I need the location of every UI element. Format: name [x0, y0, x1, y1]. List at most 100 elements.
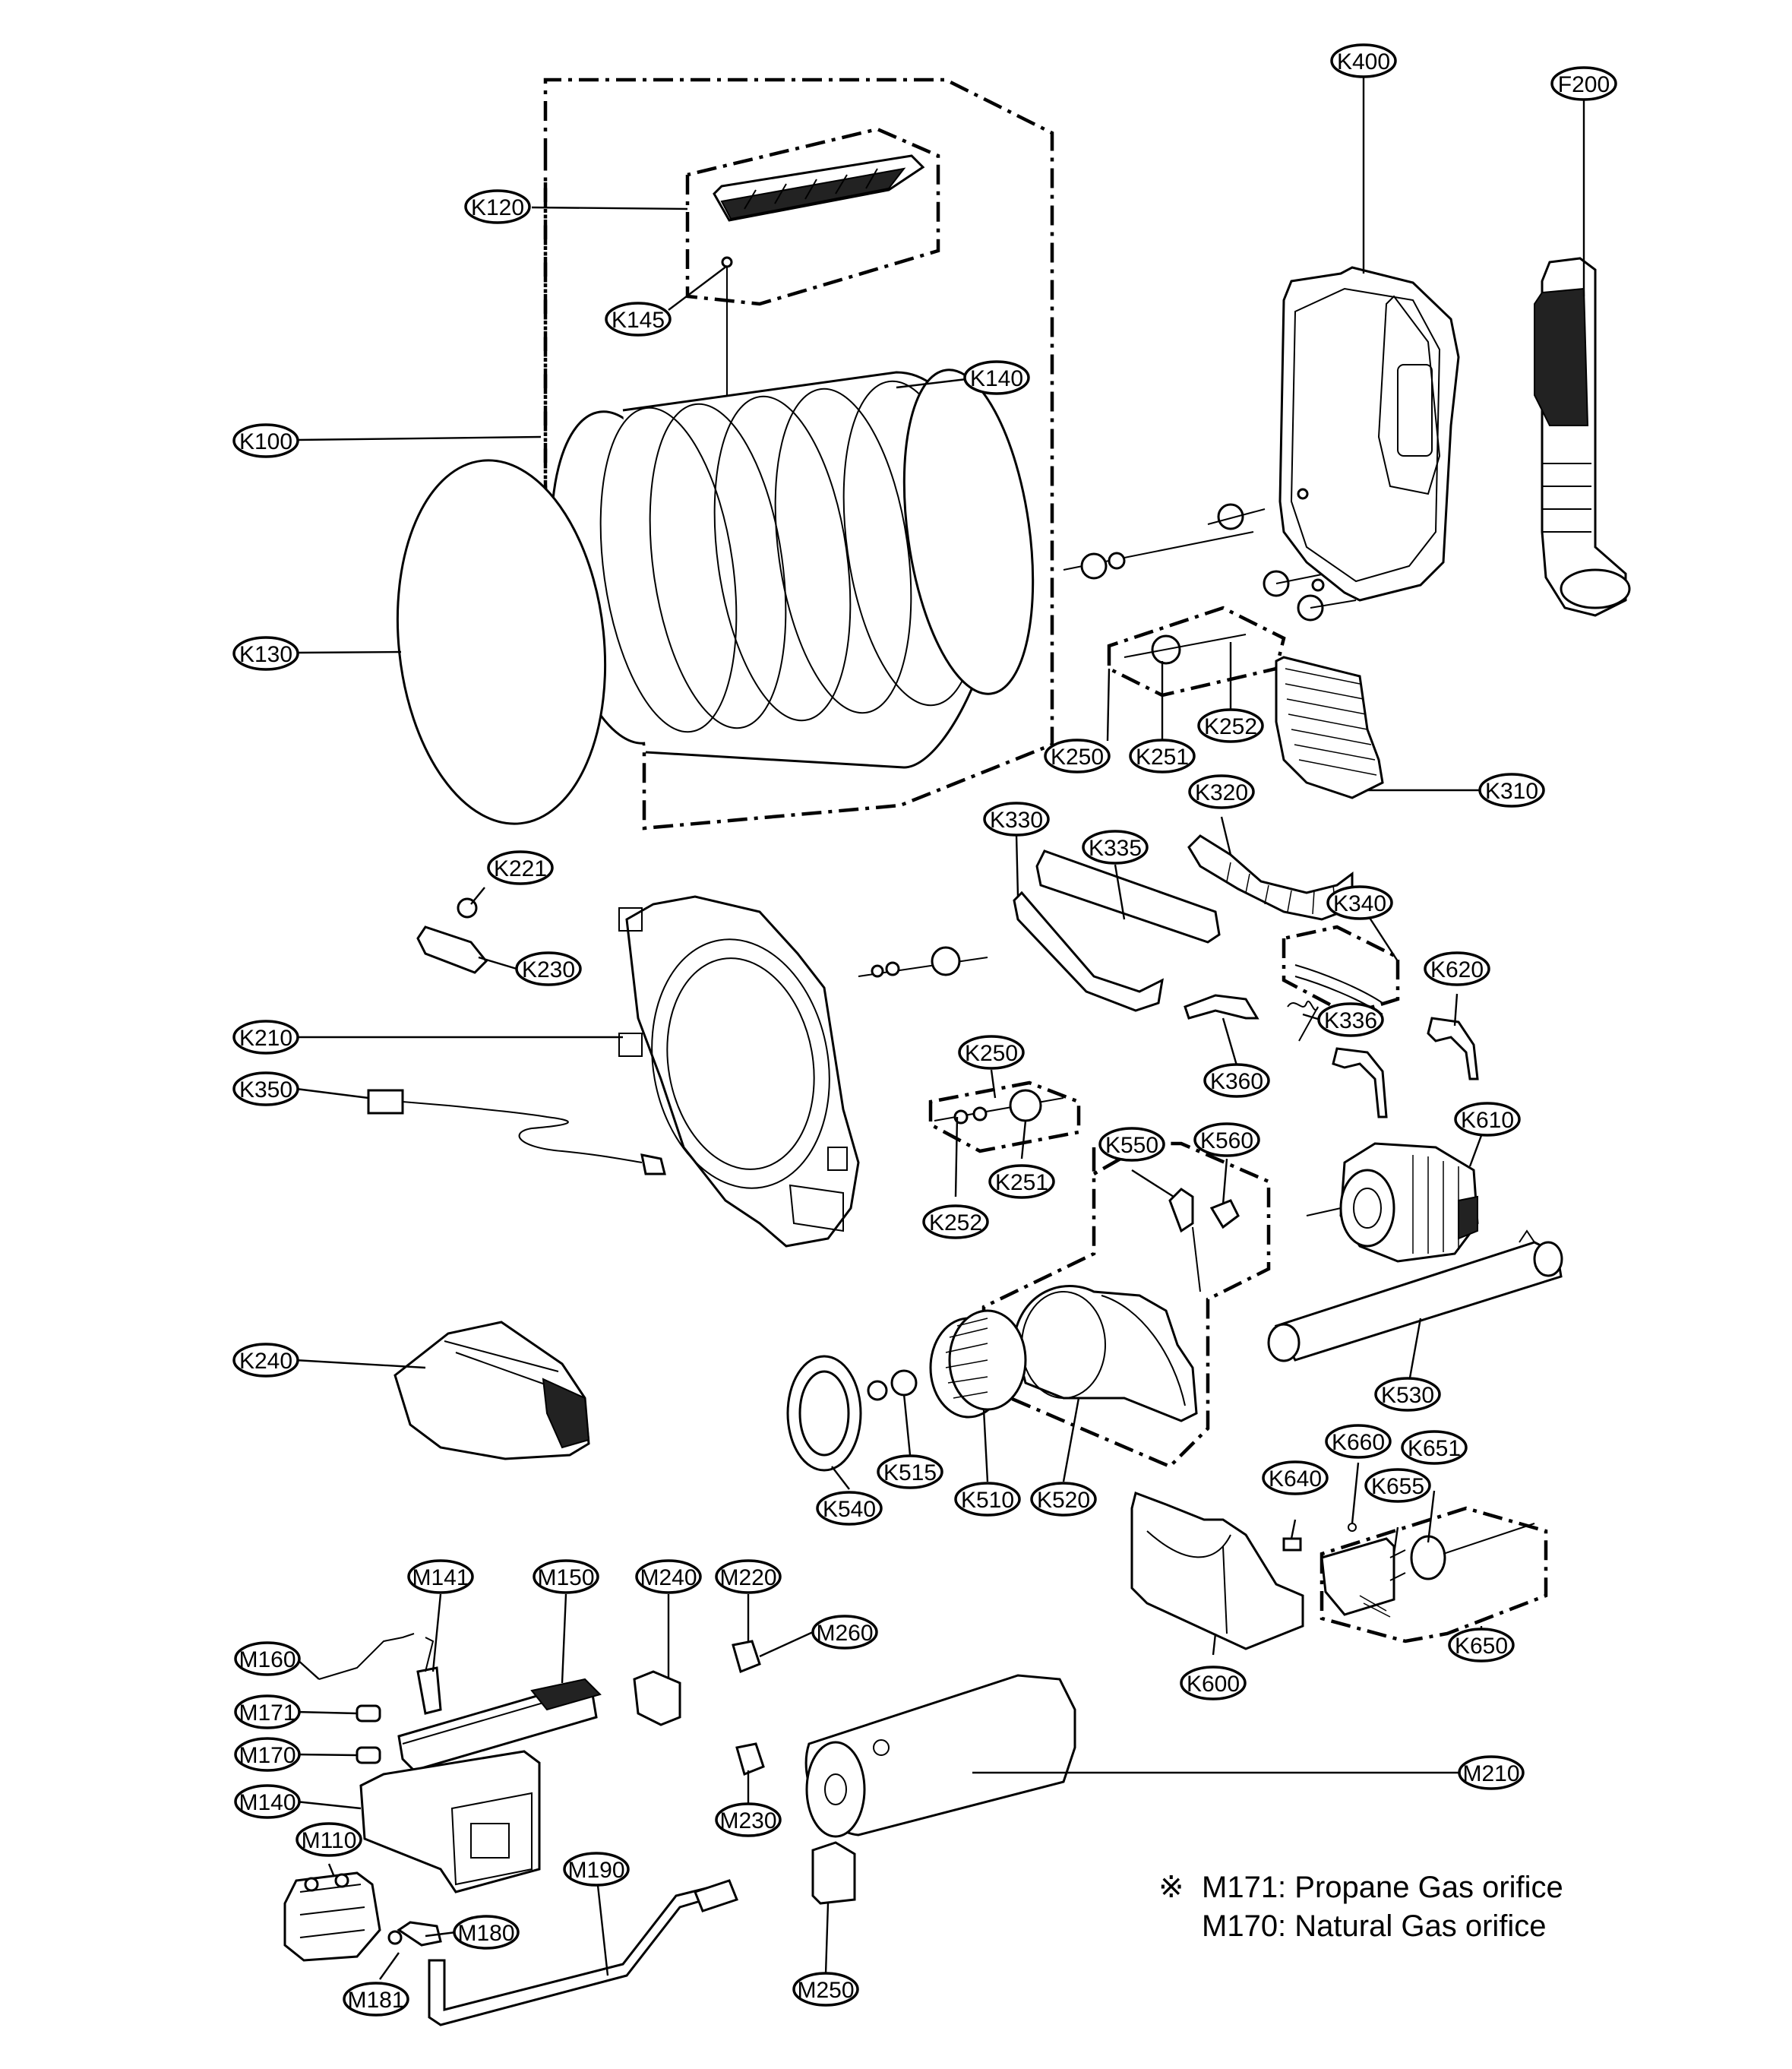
callout-label-text: K252 — [929, 1210, 982, 1235]
callout-bubble — [715, 1802, 782, 1837]
callout-label-text: M240 — [640, 1565, 697, 1590]
callout-bubble — [1478, 773, 1545, 808]
callout-k221: K221 — [487, 850, 554, 885]
lint-filter-housing — [1275, 656, 1384, 799]
callout-k210: K210 — [232, 1020, 299, 1055]
leader-lines — [294, 78, 1585, 1980]
callout-bubble — [296, 1822, 362, 1857]
callout-k620: K620 — [1424, 951, 1490, 986]
callout-bubble — [464, 189, 531, 224]
callout-label-text: M150 — [537, 1565, 594, 1590]
callout-bubble — [1325, 1424, 1392, 1459]
clip — [1294, 964, 1383, 1004]
callout-label-text: K640 — [1269, 1466, 1322, 1492]
callout-label-text: M250 — [797, 1978, 854, 2003]
callout-bubble — [1401, 1430, 1468, 1465]
callout-bubble — [1044, 739, 1111, 774]
callout-label-text: K310 — [1485, 779, 1538, 804]
gas-supply-pipe — [387, 1879, 738, 2026]
callout-bubble — [453, 1915, 520, 1950]
callout-label-text: M190 — [567, 1858, 624, 1883]
callout-m141: M141 — [407, 1559, 474, 1594]
callout-m140: M140 — [234, 1784, 301, 1819]
callout-label-text: K320 — [1195, 780, 1248, 805]
callout-label-text: K510 — [961, 1488, 1014, 1513]
callout-label-text: K240 — [239, 1349, 292, 1374]
callout-bubble — [232, 636, 299, 671]
callout-bubble — [232, 1343, 299, 1378]
callout-label-text: M230 — [719, 1808, 776, 1833]
callout-bubble — [988, 1164, 1055, 1199]
rear-duct — [1534, 257, 1631, 617]
callout-k120: K120 — [464, 189, 531, 224]
callout-k335: K335 — [1082, 830, 1149, 865]
callout-label-text: K600 — [1187, 1672, 1240, 1697]
callout-bubble — [963, 360, 1030, 395]
note-line-natural: M170: Natural Gas orifice — [1202, 1909, 1547, 1943]
callout-bubble — [958, 1035, 1025, 1070]
callout-label-text: K610 — [1461, 1108, 1514, 1133]
callout-k400: K400 — [1330, 43, 1397, 78]
parts — [283, 154, 1631, 2026]
motor-clip — [1332, 1047, 1388, 1118]
callout-bubble — [234, 1784, 301, 1819]
callout-m210: M210 — [1458, 1755, 1525, 1790]
gas-valve — [283, 1871, 381, 1962]
callout-bubble — [922, 1204, 989, 1239]
callout-label-text: K336 — [1324, 1008, 1377, 1033]
spring — [1287, 1000, 1319, 1042]
callout-bubble — [1550, 66, 1617, 101]
flame-rollout-bracket — [633, 1670, 681, 1726]
callout-k310: K310 — [1478, 773, 1545, 808]
note-symbol: ※ — [1158, 1871, 1184, 1904]
callout-label-text: K540 — [823, 1497, 876, 1522]
callout-k330: K330 — [983, 802, 1050, 837]
callout-bubble — [1098, 1127, 1165, 1162]
callout-label-text: M171 — [239, 1700, 296, 1726]
callout-bubble — [1262, 1460, 1329, 1495]
callout-bubble — [1326, 885, 1393, 920]
callout-label-text: K520 — [1037, 1488, 1090, 1513]
drum-rollers — [1063, 503, 1357, 665]
callout-bubble — [407, 1559, 474, 1594]
callout-label-text: K560 — [1200, 1128, 1253, 1153]
callout-bubble — [1203, 1063, 1270, 1098]
callout-k510: K510 — [954, 1482, 1021, 1517]
callout-bubble — [635, 1559, 702, 1594]
callout-bubble — [234, 1694, 301, 1729]
callout-bubble — [1030, 1482, 1097, 1517]
callout-k240: K240 — [232, 1343, 299, 1378]
callout-label-text: K530 — [1381, 1383, 1434, 1408]
callout-bubble — [1330, 43, 1397, 78]
blower-seal — [786, 1355, 862, 1472]
callout-m180: M180 — [453, 1915, 520, 1950]
blower-wheel — [929, 1309, 1027, 1419]
callout-label-text: M110 — [302, 1828, 357, 1853]
callout-k252b: K252 — [922, 1204, 989, 1239]
callout-m260: M260 — [811, 1615, 878, 1650]
callout-m220: M220 — [715, 1559, 782, 1594]
callout-label-text: K650 — [1455, 1634, 1508, 1659]
callout-m230: M230 — [715, 1802, 782, 1837]
callout-m250: M250 — [792, 1972, 859, 2007]
callout-k100: K100 — [232, 423, 299, 458]
callout-label-text: K651 — [1408, 1436, 1461, 1461]
callout-label-text: K330 — [990, 808, 1043, 833]
blower-washer — [867, 1380, 888, 1401]
callout-bubble — [1193, 1122, 1260, 1157]
callout-bubble — [232, 1071, 299, 1106]
callout-bubble — [234, 1641, 301, 1676]
callout-k145: K145 — [605, 302, 672, 337]
callout-k250b: K250 — [958, 1035, 1025, 1070]
orifice-note: ※ M171: Propane Gas orifice M170: Natura… — [1158, 1871, 1563, 1943]
chamber-bracket — [811, 1841, 856, 1905]
callout-label-text: F200 — [1558, 72, 1610, 97]
callout-bubble — [1188, 774, 1255, 809]
callout-m170: M170 — [234, 1737, 301, 1772]
lifter-baffle — [713, 154, 925, 222]
callout-label-text: K350 — [239, 1077, 292, 1103]
callout-k560: K560 — [1193, 1122, 1260, 1157]
callout-k130: K130 — [232, 636, 299, 671]
callout-label-text: K620 — [1430, 957, 1484, 982]
